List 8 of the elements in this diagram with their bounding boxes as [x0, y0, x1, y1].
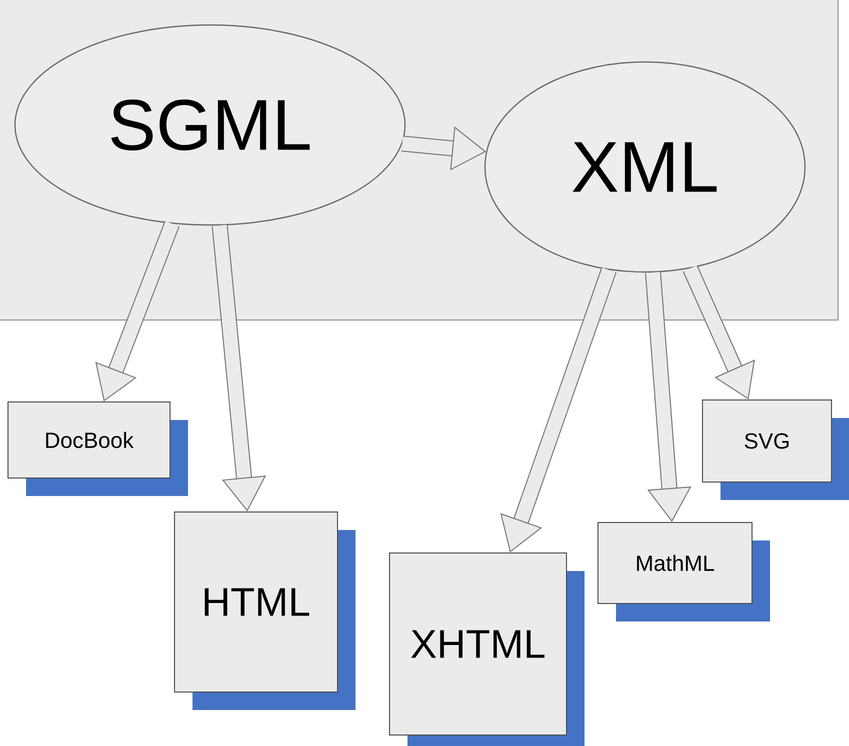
- shadowed-box: HTML: [174, 512, 356, 710]
- shadowed-box: XHTML: [389, 552, 584, 746]
- shadowed-box: DocBook: [8, 402, 188, 496]
- shadowed-box: MathML: [598, 522, 770, 622]
- arrow: [212, 224, 266, 512]
- arrow: [645, 272, 692, 522]
- arrow: [682, 265, 755, 400]
- shadowed-box: SVG: [702, 400, 849, 500]
